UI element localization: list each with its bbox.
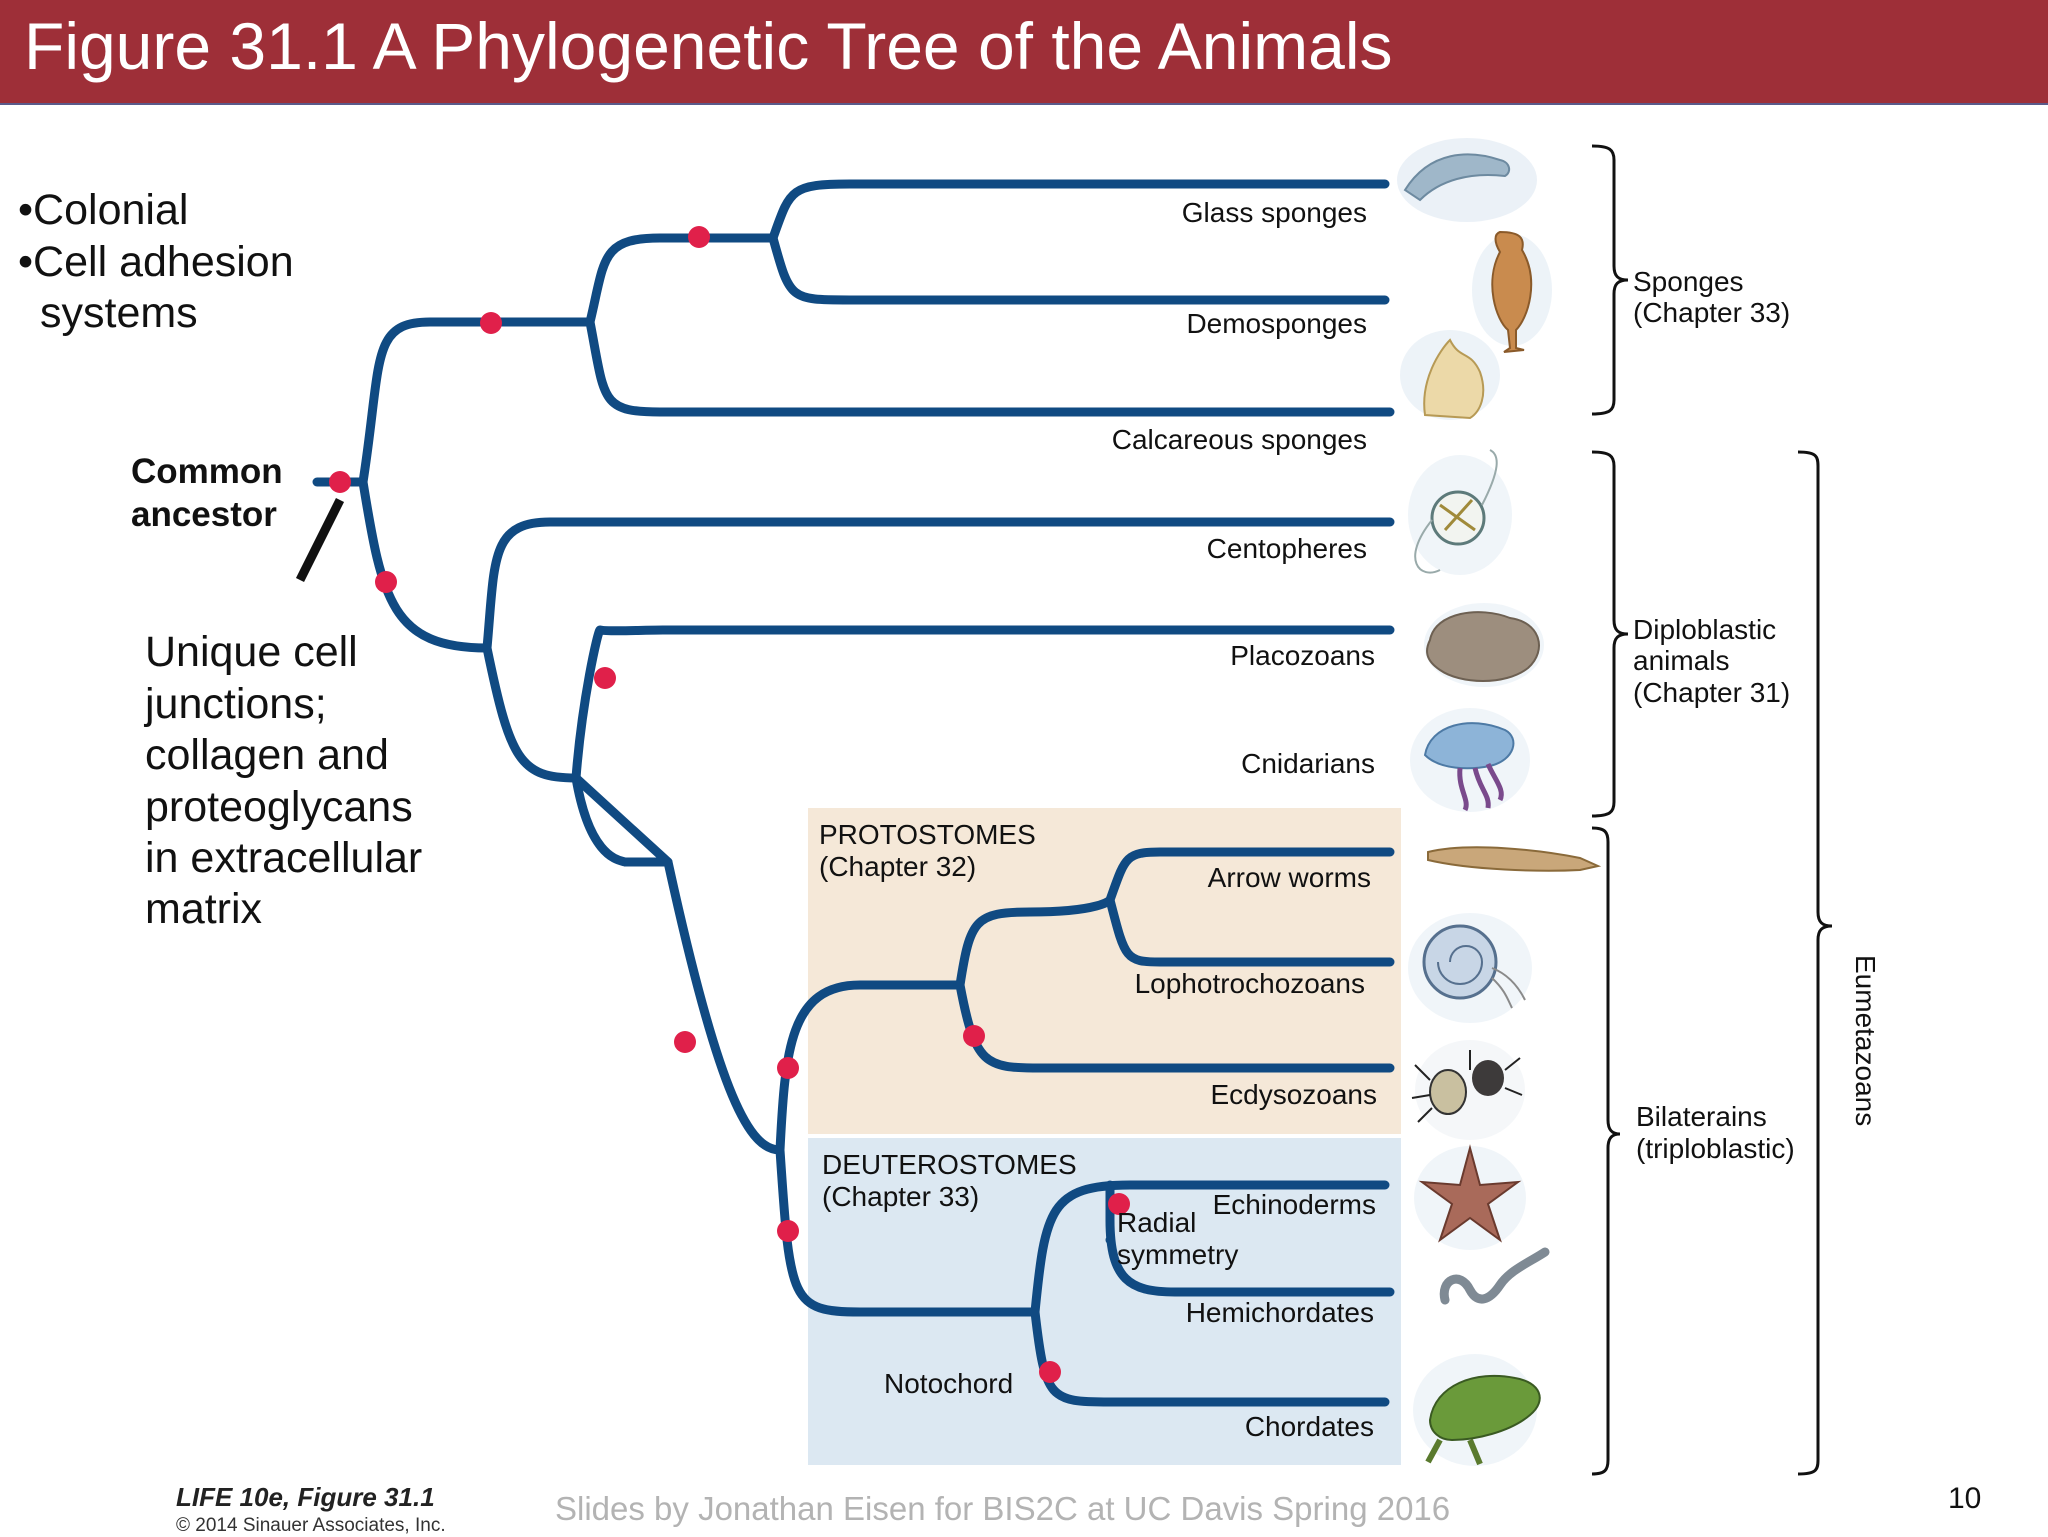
marker-deuterostomes [777,1220,799,1242]
clade-box-labels: PROTOSTOMES (Chapter 32) DEUTEROSTOMES (… [819,819,1238,1399]
trait-annotations: •Colonial •Cell adhesion systems Unique … [18,186,422,933]
trait-junctions-5: in extracellular [145,834,422,882]
taxon-ecdysozoans: Ecdysozoans [1210,1079,1377,1110]
protostomes-title: PROTOSTOMES [819,819,1036,850]
organism-illustrations [1397,138,1602,1466]
marker-colonial [480,312,502,334]
title-bar: Figure 31.1 A Phylogenetic Tree of the A… [0,0,2048,105]
spider-illustration [1411,1040,1525,1140]
marker-radial-symmetry [1108,1193,1130,1215]
taxon-calcareous-sponges: Calcareous sponges [1112,424,1367,455]
group-diploblastic-2: animals [1633,645,1729,676]
slide-title: Figure 31.1 A Phylogenetic Tree of the A… [24,9,1393,83]
trait-junctions-4: proteoglycans [145,783,413,831]
trait-junctions-3: collagen and [145,731,389,779]
slide-credit: Slides by Jonathan Eisen for BIS2C at UC… [555,1490,1451,1527]
ancestor-label-1: Common [131,452,283,491]
marker-ecdysozoans [963,1025,985,1047]
deuterostomes-box [808,1138,1401,1465]
cnidarian-illustration [1410,708,1530,812]
taxon-lophotrochozoans: Lophotrochozoans [1135,968,1365,999]
synapomorphy-markers [329,226,1130,1383]
group-diploblastic-1: Diploblastic [1633,614,1776,645]
protostomes-chapter: (Chapter 32) [819,851,976,882]
group-sponges-2: (Chapter 33) [1633,297,1790,328]
group-bilaterians-2: (triploblastic) [1636,1133,1795,1164]
marker-junctions [375,571,397,593]
group-diploblastic-3: (Chapter 31) [1633,677,1790,708]
page-number: 10 [1948,1482,1982,1515]
taxon-labels: Glass sponges Demosponges Calcareous spo… [1112,197,1377,1442]
glass-sponge-illustration [1397,138,1537,222]
taxon-ctenophores: Centopheres [1207,533,1367,564]
ancestor-label-2: ancestor [131,495,277,534]
calcareous-sponge-illustration [1400,330,1500,420]
ctenophore-illustration [1408,449,1512,575]
trait-junctions-2: junctions; [143,680,327,728]
tree-branches [312,179,1395,1407]
taxon-demosponges: Demosponges [1186,308,1367,339]
group-sponges-1: Sponges [1633,266,1744,297]
marker-bilateria [674,1031,696,1053]
radial-symmetry-label-1: Radial [1117,1207,1196,1238]
arrow-worm-illustration [1427,846,1602,872]
radial-symmetry-label-2: symmetry [1117,1239,1238,1270]
marker-protostomes [777,1057,799,1079]
trait-colonial: •Colonial [18,186,188,234]
taxon-hemichordates: Hemichordates [1186,1297,1374,1328]
group-labels: Sponges (Chapter 33) Diploblastic animal… [1633,266,1881,1164]
marker-sponge-clade [688,226,710,248]
marker-ancestor [329,471,351,493]
trait-junctions-1: Unique cell [145,628,358,676]
marker-notochord [1039,1361,1061,1383]
ancestor-label: Common ancestor [131,452,283,534]
nautilus-illustration [1408,913,1532,1023]
taxon-placozoans: Placozoans [1230,640,1375,671]
marker-placozoan [594,667,616,689]
trait-adhesion-2: systems [40,289,198,337]
deuterostomes-title: DEUTEROSTOMES [822,1149,1077,1180]
taxon-echinoderms: Echinoderms [1213,1189,1376,1220]
hemichordate-illustration [1439,1247,1550,1305]
sea-star-illustration [1414,1144,1526,1250]
trait-junctions-6: matrix [145,885,263,933]
protostomes-box [808,808,1401,1134]
frog-illustration [1413,1354,1541,1466]
group-bilaterians-1: Bilaterains [1636,1101,1767,1132]
taxon-glass-sponges: Glass sponges [1182,197,1367,228]
placozoan-illustration [1424,603,1544,687]
taxon-chordates: Chordates [1245,1411,1374,1442]
book-citation: LIFE 10e, Figure 31.1 [176,1482,435,1512]
trait-adhesion-1: •Cell adhesion [18,238,294,286]
demosponge-illustration [1472,230,1552,353]
deuterostomes-chapter: (Chapter 33) [822,1181,979,1212]
group-eumetazoans: Eumetazoans [1850,955,1881,1126]
copyright: © 2014 Sinauer Associates, Inc. [176,1515,446,1536]
group-brackets [1591,144,1833,1476]
taxon-arrow-worms: Arrow worms [1208,862,1371,893]
ancestor-pointer [295,497,345,583]
taxon-cnidarians: Cnidarians [1241,748,1375,779]
notochord-label: Notochord [884,1368,1013,1399]
